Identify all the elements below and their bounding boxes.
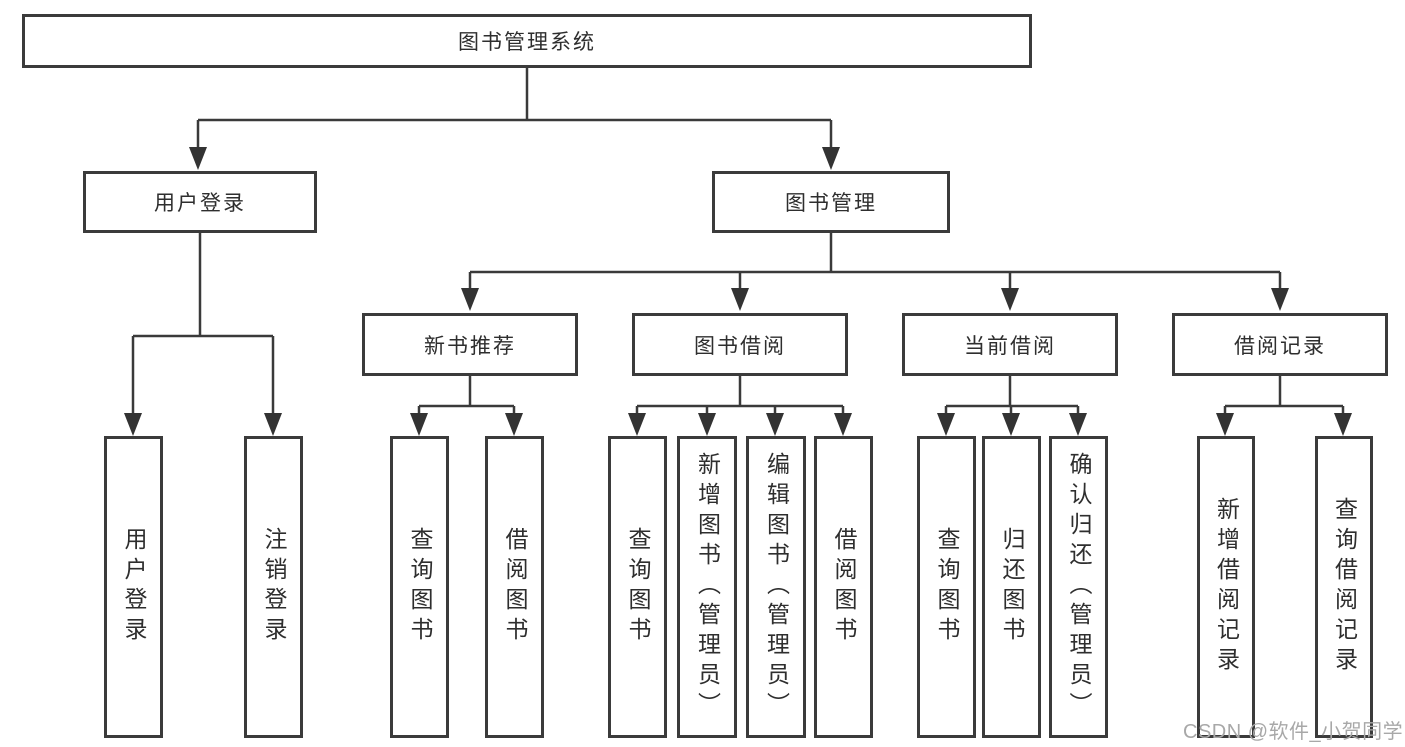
node-root-label: 图书管理系统 (458, 31, 596, 54)
leaf-cb-return-book-label: 归还图书 (999, 527, 1025, 647)
arrow-icon (822, 147, 840, 170)
leaf-logout-label: 注销登录 (261, 527, 287, 647)
arrow-icon (124, 413, 142, 436)
leaf-br-add-record-label: 新增借阅记录 (1213, 497, 1240, 677)
arrow-icon (264, 413, 282, 436)
connector-book-mgmt (468, 233, 1282, 290)
leaf-bb-borrow-book-label: 借阅图书 (831, 527, 857, 647)
arrow-icon (834, 413, 852, 436)
arrow-icon (937, 413, 955, 436)
node-current-borrow-label: 当前借阅 (964, 334, 1056, 358)
arrow-icon (1002, 413, 1020, 436)
leaf-nb-query-book-label: 查询图书 (407, 527, 433, 647)
leaf-user-login-label: 用户登录 (121, 527, 147, 647)
leaf-br-query-record: 查询借阅记录 (1315, 436, 1373, 738)
arrow-icon (189, 147, 207, 170)
leaf-bb-edit-book-admin: 编辑图书（管理员） (746, 436, 806, 738)
leaf-bb-add-book-admin-label: 新增图书（管理员） (694, 452, 721, 722)
leaf-logout: 注销登录 (244, 436, 303, 738)
leaf-bb-borrow-book: 借阅图书 (814, 436, 873, 738)
leaf-cb-confirm-return-admin: 确认归还（管理员） (1049, 436, 1108, 738)
leaf-bb-query-book-label: 查询图书 (625, 527, 651, 647)
leaf-cb-query-book: 查询图书 (917, 436, 976, 738)
node-user-login-label: 用户登录 (154, 192, 246, 215)
node-user-login: 用户登录 (83, 171, 317, 233)
arrow-icon (628, 413, 646, 436)
connector-root (196, 68, 833, 149)
connector-user-login (131, 233, 275, 415)
node-current-borrow: 当前借阅 (902, 313, 1118, 376)
leaf-bb-query-book: 查询图书 (608, 436, 667, 738)
leaf-user-login: 用户登录 (104, 436, 163, 738)
node-book-borrow: 图书借阅 (632, 313, 848, 376)
leaf-nb-borrow-book: 借阅图书 (485, 436, 544, 738)
watermark: CSDN @软件_小贺同学 (1183, 721, 1404, 743)
leaf-cb-return-book: 归还图书 (982, 436, 1041, 738)
leaf-br-query-record-label: 查询借阅记录 (1331, 497, 1358, 677)
leaf-br-add-record: 新增借阅记录 (1197, 436, 1255, 738)
connector-new-book-rec (417, 375, 516, 415)
leaf-bb-edit-book-admin-label: 编辑图书（管理员） (763, 452, 790, 722)
node-book-borrow-label: 图书借阅 (694, 334, 786, 358)
arrow-icon (1271, 288, 1289, 311)
leaf-cb-confirm-return-admin-label: 确认归还（管理员） (1066, 452, 1092, 722)
arrow-icon (766, 413, 784, 436)
arrow-icon (698, 413, 716, 436)
node-new-book-rec-label: 新书推荐 (424, 334, 516, 358)
arrow-icon (461, 288, 479, 311)
leaf-bb-add-book-admin: 新增图书（管理员） (677, 436, 737, 738)
arrow-icon (505, 413, 523, 436)
node-borrow-record-label: 借阅记录 (1234, 334, 1326, 358)
connector-current-borrow (944, 375, 1080, 415)
leaf-cb-query-book-label: 查询图书 (934, 527, 960, 647)
node-book-mgmt-label: 图书管理 (785, 192, 877, 215)
arrow-icon (410, 413, 428, 436)
node-root: 图书管理系统 (22, 14, 1032, 68)
node-new-book-rec: 新书推荐 (362, 313, 578, 376)
arrow-icon (1334, 413, 1352, 436)
arrow-icon (1001, 288, 1019, 311)
arrow-icon (1069, 413, 1087, 436)
node-book-mgmt: 图书管理 (712, 171, 950, 233)
connector-borrow-record (1223, 375, 1345, 415)
node-borrow-record: 借阅记录 (1172, 313, 1388, 376)
leaf-nb-borrow-book-label: 借阅图书 (502, 527, 528, 647)
arrow-icon (1216, 413, 1234, 436)
leaf-nb-query-book: 查询图书 (390, 436, 449, 738)
arrow-icon (731, 288, 749, 311)
arrowheads (124, 147, 1352, 436)
connector-book-borrow (635, 375, 845, 415)
